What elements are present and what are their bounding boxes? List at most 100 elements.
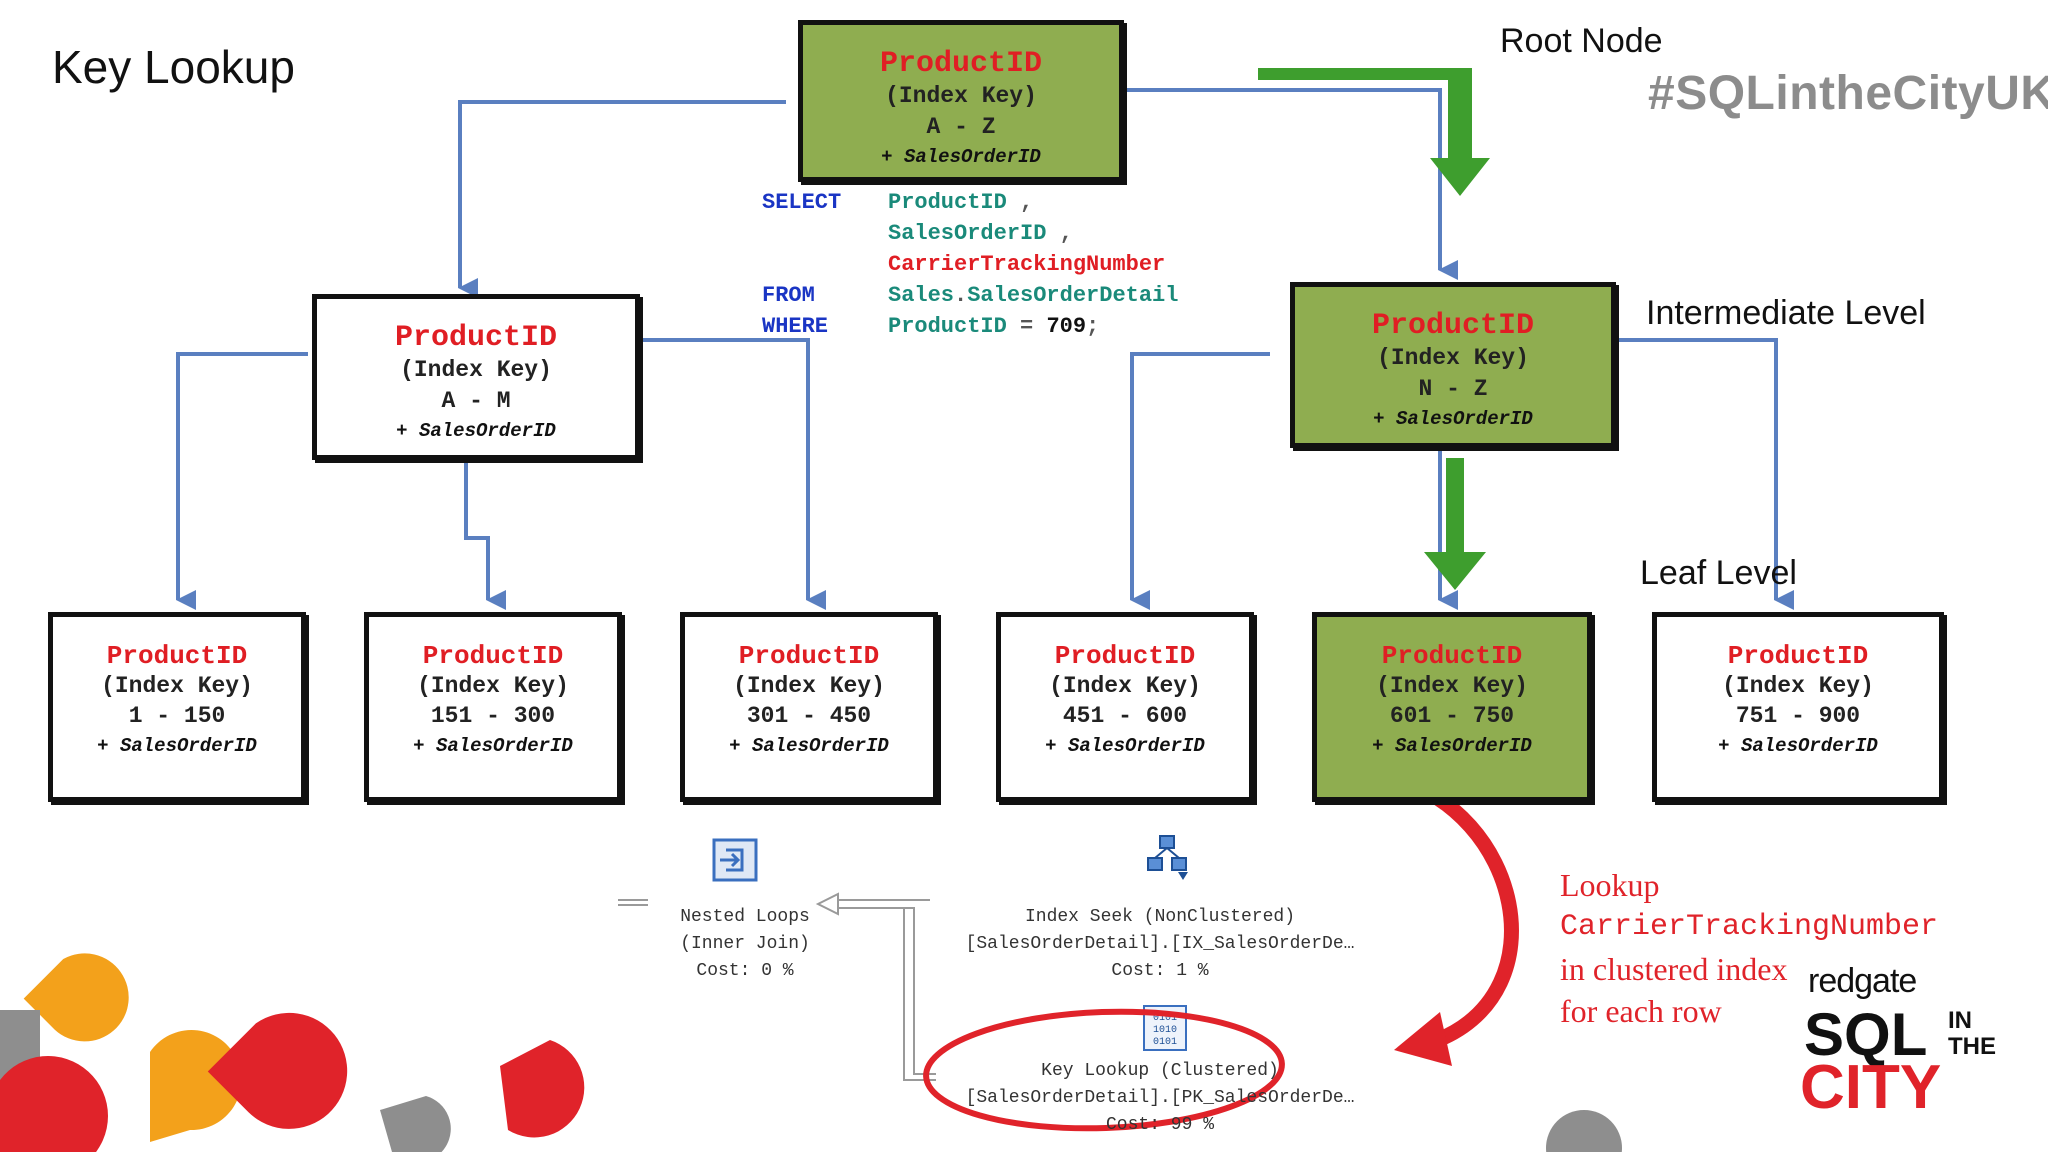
sql-where-clause: ProductID = 709; xyxy=(888,314,1099,339)
node-field: ProductID xyxy=(106,641,248,671)
node-range: A - Z xyxy=(926,114,996,140)
node-include: + SalesOrderID xyxy=(1373,408,1533,430)
plan-op-cost: Cost: 0 % xyxy=(696,961,794,981)
lookup-note-line4: for each row xyxy=(1560,993,1722,1029)
logo-brand: redgate xyxy=(1808,962,1917,1000)
plan-op-object: [SalesOrderDetail].[IX_SalesOrderDe… xyxy=(965,934,1355,954)
node-field: ProductID xyxy=(422,641,564,671)
node-range: 751 - 900 xyxy=(1735,703,1861,729)
connector-root-right xyxy=(1110,88,1458,280)
intermediate-node-left: ProductID (Index Key) A - M + SalesOrder… xyxy=(312,294,640,460)
plan-op-name: Nested Loops xyxy=(680,907,810,927)
connector-left-leaf2 xyxy=(464,456,506,610)
leaf-node-3: ProductID (Index Key) 301 - 450 + SalesO… xyxy=(680,612,938,802)
sql-col-salesorderid: SalesOrderID xyxy=(888,221,1047,246)
sql-dot: . xyxy=(954,283,968,308)
node-key-label: (Index Key) xyxy=(1376,673,1528,699)
search-path-arrows xyxy=(1258,68,1490,590)
connector-right-leaf4 xyxy=(1130,352,1270,610)
sql-comma: , xyxy=(1020,190,1034,215)
node-include: + SalesOrderID xyxy=(413,735,573,757)
sql-from-keyword: FROM xyxy=(762,283,815,308)
node-field: ProductID xyxy=(1054,641,1196,671)
node-range: N - Z xyxy=(1418,376,1488,402)
node-range: 451 - 600 xyxy=(1062,703,1188,729)
sql-where-keyword: WHERE xyxy=(762,314,829,339)
node-range: 1 - 150 xyxy=(128,703,226,729)
node-key-label: (Index Key) xyxy=(417,673,569,699)
connector-root-left xyxy=(458,100,786,298)
leaf-level-label: Leaf Level xyxy=(1640,554,1797,592)
sql-select-keyword: SELECT xyxy=(762,190,842,215)
node-range: A - M xyxy=(441,388,511,414)
node-field: ProductID xyxy=(879,47,1043,81)
node-include: + SalesOrderID xyxy=(1718,735,1878,757)
index-seek-icon xyxy=(1147,835,1188,880)
node-field: ProductID xyxy=(394,321,558,355)
intermediate-level-label: Intermediate Level xyxy=(1646,294,1926,332)
node-key-label: (Index Key) xyxy=(101,673,253,699)
sql-comma: , xyxy=(1059,221,1073,246)
plan-op-type: (Inner Join) xyxy=(680,934,810,954)
sql-where-value: 709 xyxy=(1046,314,1087,339)
leaf-node-1: ProductID (Index Key) 1 - 150 + SalesOrd… xyxy=(48,612,306,802)
tree-connectors xyxy=(176,88,1794,610)
connector-right-leaf6 xyxy=(1602,338,1794,610)
plan-op-cost: Cost: 1 % xyxy=(1111,961,1209,981)
node-field: ProductID xyxy=(1727,641,1869,671)
logo-sql: SQL xyxy=(1804,1001,1928,1068)
lookup-note-line1: Lookup xyxy=(1560,867,1660,903)
lookup-note: Lookup CarrierTrackingNumber in clustere… xyxy=(1560,864,1938,1032)
logo-in-the: IN THE xyxy=(1948,1007,1996,1060)
connector-left-leaf3 xyxy=(632,338,826,610)
lookup-note-line3: in clustered index xyxy=(1560,951,1788,987)
lookup-curve-arrow xyxy=(1384,770,1519,1066)
leaf-node-2: ProductID (Index Key) 151 - 300 + SalesO… xyxy=(364,612,622,802)
sql-col-productid: ProductID xyxy=(888,190,1007,215)
svg-text:0101: 0101 xyxy=(1153,1013,1177,1024)
plan-op-name: Index Seek (NonClustered) xyxy=(1024,907,1296,927)
node-include: + SalesOrderID xyxy=(1045,735,1205,757)
node-field: ProductID xyxy=(1371,309,1535,343)
node-include: + SalesOrderID xyxy=(396,420,556,442)
green-arrow-root xyxy=(1258,68,1490,196)
node-range: 151 - 300 xyxy=(430,703,556,729)
node-key-label: (Index Key) xyxy=(885,83,1037,109)
sql-col-carriertrackingnumber: CarrierTrackingNumber xyxy=(888,252,1166,277)
nested-loops-icon xyxy=(712,838,758,882)
leaf-node-5: ProductID (Index Key) 601 - 750 + SalesO… xyxy=(1312,612,1592,802)
svg-text:0101: 0101 xyxy=(1153,1037,1177,1048)
decorative-petals xyxy=(0,953,1622,1152)
leaf-node-6: ProductID (Index Key) 751 - 900 + SalesO… xyxy=(1652,612,1944,802)
key-lookup-highlight xyxy=(923,1008,1285,1132)
node-include: + SalesOrderID xyxy=(97,735,257,757)
node-key-label: (Index Key) xyxy=(1722,673,1874,699)
hashtag-label: #SQLintheCityUK xyxy=(1648,67,2048,120)
sql-table: Sales.SalesOrderDetail xyxy=(888,283,1178,308)
plan-key-lookup: Key Lookup (Clustered) [SalesOrderDetail… xyxy=(940,1058,1380,1139)
root-node: ProductID (Index Key) A - Z + SalesOrder… xyxy=(798,20,1124,182)
node-key-label: (Index Key) xyxy=(1049,673,1201,699)
node-field: ProductID xyxy=(738,641,880,671)
plan-index-seek: Index Seek (NonClustered) [SalesOrderDet… xyxy=(940,904,1380,985)
intermediate-node-right: ProductID (Index Key) N - Z + SalesOrder… xyxy=(1290,282,1616,448)
sql-select-col1: ProductID , xyxy=(888,190,1033,215)
svg-text:1010: 1010 xyxy=(1153,1025,1177,1036)
plan-op-cost: Cost: 99 % xyxy=(1105,1115,1215,1135)
green-arrow-intermediate xyxy=(1424,458,1486,590)
plan-op-object: [SalesOrderDetail].[PK_SalesOrderDe… xyxy=(965,1088,1355,1108)
plan-op-name: Key Lookup (Clustered) xyxy=(1041,1061,1279,1081)
slide-title: Key Lookup xyxy=(52,41,295,93)
node-range: 301 - 450 xyxy=(746,703,872,729)
node-include: + SalesOrderID xyxy=(729,735,889,757)
node-range: 601 - 750 xyxy=(1389,703,1515,729)
node-key-label: (Index Key) xyxy=(1377,345,1529,371)
connector-left-leaf1 xyxy=(176,352,308,610)
sql-where-col: ProductID xyxy=(888,314,1007,339)
logo-city: CITY xyxy=(1800,1053,1942,1122)
plan-nested-loops: Nested Loops (Inner Join) Cost: 0 % xyxy=(650,904,840,985)
node-include: + SalesOrderID xyxy=(1372,735,1532,757)
node-include: + SalesOrderID xyxy=(881,146,1041,168)
sql-semicolon: ; xyxy=(1086,314,1100,339)
